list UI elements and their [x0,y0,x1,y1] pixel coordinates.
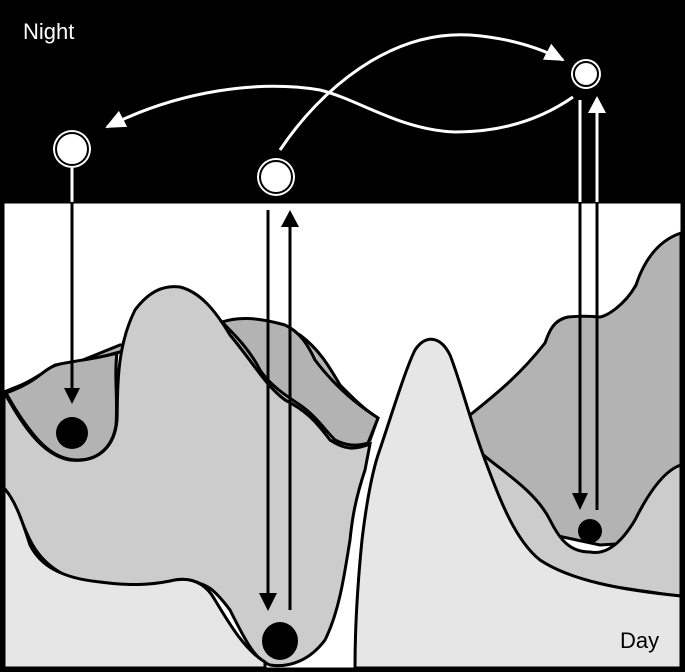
left-lowland [2,484,267,670]
night-node-icon [571,59,601,89]
day-node-icon [56,417,88,449]
center-shelf-region [219,316,380,447]
day-node-icon [262,622,298,660]
arrow-head-icon [64,388,80,404]
central-peak [353,337,683,670]
night-label: Night [23,19,75,44]
night-node-icon [53,130,91,168]
night-node-icon [257,158,295,196]
arrow-head-icon [259,593,277,611]
arrow-head-icon [281,210,299,227]
night-arrow-icon [278,33,565,151]
arrow-head-icon [588,96,606,113]
night-arrow-icon [105,84,574,134]
left-basin [3,350,119,462]
day-label: Day [620,628,660,653]
arrow-head-icon [572,493,588,510]
day-zone-border [1,200,684,671]
day-node-icon [578,519,602,543]
